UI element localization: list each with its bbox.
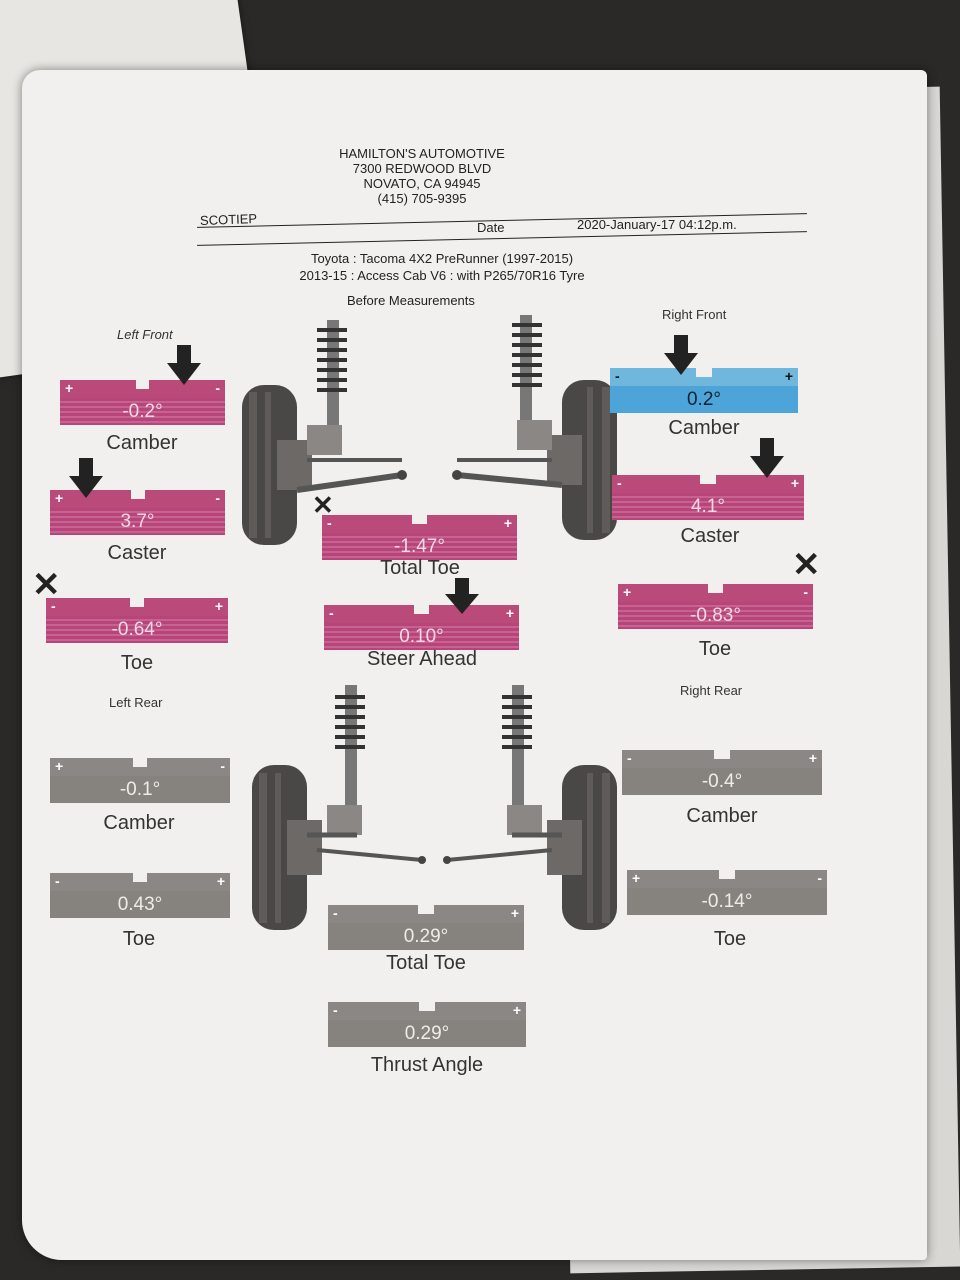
plus-sign: +: [214, 598, 223, 614]
vehicle-line-2: 2013-15 : Access Cab V6 : with P265/70R1…: [299, 268, 585, 283]
plus-sign: +: [216, 873, 225, 889]
plus-sign: +: [623, 584, 632, 600]
rf-toe-value: -0.83°: [618, 602, 813, 629]
measurements-heading: Before Measurements: [347, 293, 475, 308]
front-total-toe-value: -1.47°: [322, 533, 517, 560]
steer-ahead-gauge: 0.10° - +: [324, 605, 519, 650]
rear-left-suspension-illustration: [252, 685, 426, 930]
thrust-angle-gauge: 0.29° - +: [328, 1002, 526, 1047]
shop-city: NOVATO, CA 94945: [363, 176, 481, 191]
front-total-toe-label: Total Toe: [380, 557, 460, 579]
rf-toe-label: Toe: [698, 638, 732, 660]
down-arrow-icon: [167, 345, 201, 385]
down-arrow-icon: [445, 578, 479, 614]
vehicle-info: Toyota : Tacoma 4X2 PreRunner (1997-2015…: [247, 250, 637, 284]
rear-right-suspension-illustration: [443, 685, 617, 930]
vehicle-line-1: Toyota : Tacoma 4X2 PreRunner (1997-2015…: [310, 251, 574, 266]
lf-toe-value: -0.64°: [46, 616, 228, 643]
lr-toe-value: 0.43°: [50, 891, 230, 918]
rear-total-toe-gauge: 0.29° - +: [328, 905, 524, 950]
front-right-suspension-illustration: [452, 315, 617, 540]
minus-sign: -: [215, 490, 220, 506]
minus-sign: -: [817, 870, 822, 886]
lr-camber-gauge: -0.1° + -: [50, 758, 230, 803]
down-arrow-icon: [750, 438, 784, 478]
section-left-front: Left Front: [117, 327, 173, 342]
minus-sign: -: [220, 758, 225, 774]
minus-sign: -: [333, 1002, 338, 1018]
thrust-angle-label: Thrust Angle: [370, 1054, 484, 1076]
minus-sign: -: [329, 605, 334, 621]
front-total-toe-gauge: -1.47° - +: [322, 515, 517, 560]
plus-sign: +: [505, 605, 514, 621]
rr-toe-label: Toe: [713, 928, 747, 950]
lr-camber-label: Camber: [103, 812, 175, 834]
steer-ahead-value: 0.10°: [324, 623, 519, 650]
rf-toe-gauge: -0.83° + -: [618, 584, 813, 629]
plus-sign: +: [55, 758, 64, 774]
shop-name: HAMILTON'S AUTOMOTIVE: [339, 146, 505, 161]
rear-total-toe-value: 0.29°: [328, 923, 524, 950]
minus-sign: -: [333, 905, 338, 921]
lf-toe-label: Toe: [120, 652, 154, 674]
rr-camber-gauge: -0.4° - +: [622, 750, 822, 795]
plus-sign: +: [512, 1002, 521, 1018]
plus-sign: +: [510, 905, 519, 921]
x-mark-icon: ✕: [312, 490, 334, 520]
rf-caster-value: 4.1°: [612, 493, 804, 520]
section-right-rear: Right Rear: [680, 683, 743, 698]
x-mark-icon: ✕: [792, 546, 821, 584]
minus-sign: -: [617, 475, 622, 491]
rr-toe-gauge: -0.14° + -: [627, 870, 827, 915]
rear-total-toe-label: Total Toe: [386, 952, 466, 974]
lf-camber-gauge: -0.2° + -: [60, 380, 225, 425]
plus-sign: +: [503, 515, 512, 531]
minus-sign: -: [215, 380, 220, 396]
alignment-report-sheet: HAMILTON'S AUTOMOTIVE 7300 REDWOOD BLVD …: [22, 70, 927, 1260]
minus-sign: -: [55, 873, 60, 889]
lr-camber-value: -0.1°: [50, 776, 230, 803]
lf-camber-label: Camber: [106, 432, 178, 454]
thrust-angle-value: 0.29°: [328, 1020, 526, 1047]
section-left-rear: Left Rear: [109, 695, 163, 710]
lr-toe-label: Toe: [122, 928, 156, 950]
rf-camber-label: Camber: [668, 417, 740, 439]
lr-toe-gauge: 0.43° - +: [50, 873, 230, 918]
rf-caster-label: Caster: [680, 525, 740, 547]
rr-camber-label: Camber: [686, 805, 758, 827]
x-mark-icon: ✕: [32, 566, 61, 604]
lf-toe-gauge: -0.64° - +: [46, 598, 228, 643]
lf-caster-value: 3.7°: [50, 508, 225, 535]
minus-sign: -: [627, 750, 632, 766]
plus-sign: +: [55, 490, 64, 506]
plus-sign: +: [790, 475, 799, 491]
shop-phone: (415) 705-9395: [377, 191, 467, 206]
minus-sign: -: [615, 368, 620, 384]
rr-camber-value: -0.4°: [622, 768, 822, 795]
minus-sign: -: [51, 598, 56, 614]
lf-caster-label: Caster: [107, 542, 167, 564]
lf-caster-gauge: 3.7° + -: [50, 490, 225, 535]
minus-sign: -: [327, 515, 332, 531]
shop-address: 7300 REDWOOD BLVD: [352, 161, 492, 176]
down-arrow-icon: [664, 335, 698, 375]
plus-sign: +: [632, 870, 641, 886]
front-left-suspension-illustration: [242, 320, 407, 545]
steer-ahead-label: Steer Ahead: [366, 648, 478, 670]
rf-camber-value: 0.2°: [610, 386, 798, 413]
lf-camber-value: -0.2°: [60, 398, 225, 425]
date-label: Date: [477, 220, 505, 235]
shop-info: HAMILTON'S AUTOMOTIVE 7300 REDWOOD BLVD …: [252, 146, 592, 206]
down-arrow-icon: [69, 458, 103, 498]
plus-sign: +: [784, 368, 793, 384]
rf-camber-gauge: 0.2° - +: [610, 368, 798, 413]
rf-caster-gauge: 4.1° - +: [612, 475, 804, 520]
plus-sign: +: [808, 750, 817, 766]
section-right-front: Right Front: [662, 307, 727, 322]
minus-sign: -: [803, 584, 808, 600]
rr-toe-value: -0.14°: [627, 888, 827, 915]
date-value: 2020-January-17 04:12p.m.: [577, 217, 737, 232]
plus-sign: +: [65, 380, 74, 396]
